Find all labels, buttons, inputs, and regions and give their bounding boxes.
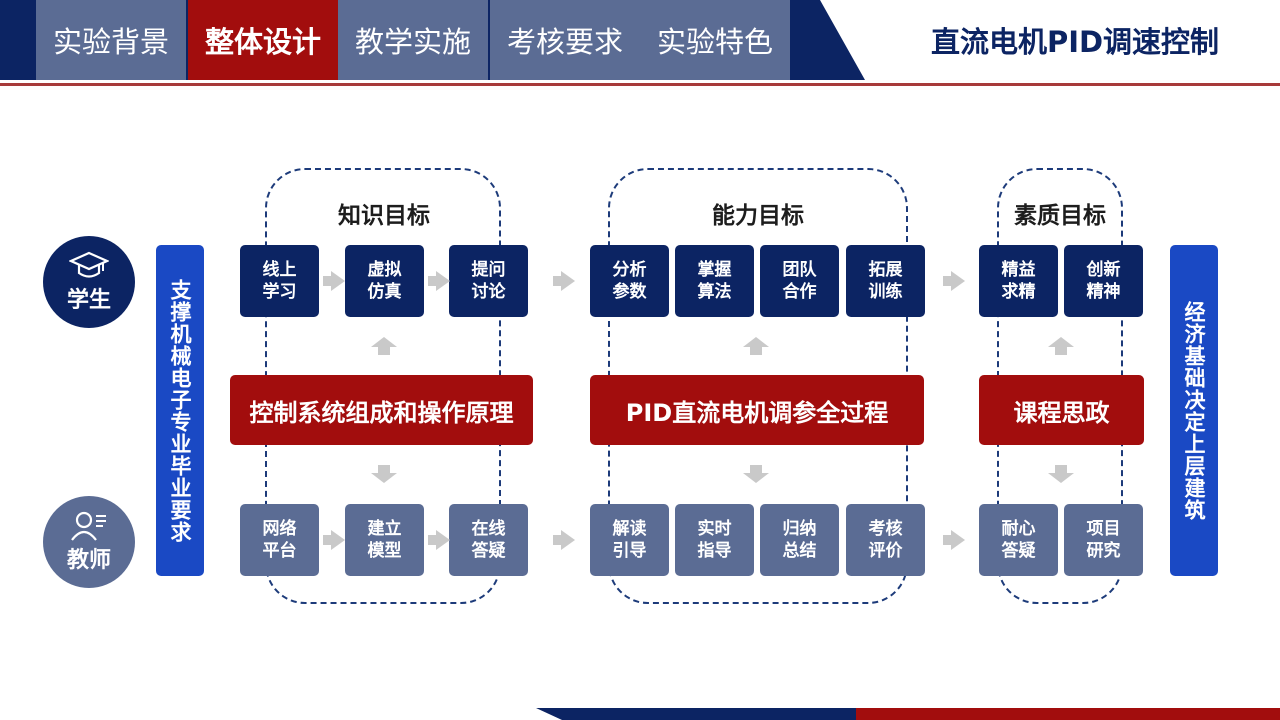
teacher-item-summary: 归纳 总结 — [760, 504, 839, 576]
student-label: 学生 — [66, 288, 111, 313]
right-arrow-icon — [323, 530, 345, 550]
economic-foundation-bar: 经济基础决定上层建筑 — [1170, 245, 1218, 576]
teacher-label: 教师 — [66, 548, 111, 573]
tab-background[interactable]: 实验背景 — [36, 0, 186, 80]
up-arrow-icon — [1048, 337, 1074, 355]
student-item-online-learning: 线上 学习 — [240, 245, 319, 317]
teacher-item-build-model: 建立 模型 — [345, 504, 424, 576]
header-divider — [0, 83, 1280, 86]
teacher-item-patient-qa: 耐心 答疑 — [979, 504, 1058, 576]
right-arrow-icon — [943, 530, 965, 550]
teacher-item-evaluation: 考核 评价 — [846, 504, 925, 576]
tab-features[interactable]: 实验特色 — [640, 0, 790, 80]
student-item-discussion: 提问 讨论 — [449, 245, 528, 317]
tab-implementation[interactable]: 教学实施 — [338, 0, 488, 80]
ability-goal-title: 能力目标 — [712, 203, 804, 229]
right-arrow-icon — [323, 271, 345, 291]
knowledge-core-bar: 控制系统组成和操作原理 — [230, 375, 533, 445]
right-arrow-icon — [553, 271, 575, 291]
quality-goal-title: 素质目标 — [1014, 203, 1106, 229]
teacher-item-project-research: 项目 研究 — [1064, 504, 1143, 576]
footer-accent-red — [856, 708, 1280, 720]
teacher-item-online-platform: 网络 平台 — [240, 504, 319, 576]
knowledge-goal-title: 知识目标 — [338, 203, 430, 229]
down-arrow-icon — [743, 465, 769, 483]
ability-core-bar: PID直流电机调参全过程 — [590, 375, 924, 445]
person-list-icon — [69, 510, 109, 542]
teacher-item-realtime-coaching: 实时 指导 — [675, 504, 754, 576]
graduation-requirement-text: 支撑机械电子专业毕业要求 — [168, 278, 192, 543]
quality-core-bar: 课程思政 — [979, 375, 1144, 445]
student-item-teamwork: 团队 合作 — [760, 245, 839, 317]
teacher-item-guidance: 解读 引导 — [590, 504, 669, 576]
down-arrow-icon — [1048, 465, 1074, 483]
student-item-simulation: 虚拟 仿真 — [345, 245, 424, 317]
economic-foundation-text: 经济基础决定上层建筑 — [1182, 300, 1206, 521]
down-arrow-icon — [371, 465, 397, 483]
student-item-master-algorithm: 掌握 算法 — [675, 245, 754, 317]
right-arrow-icon — [943, 271, 965, 291]
student-badge: 学生 — [43, 236, 135, 328]
right-arrow-icon — [428, 271, 450, 291]
right-arrow-icon — [553, 530, 575, 550]
tab-design[interactable]: 整体设计 — [188, 0, 338, 80]
tab-assessment[interactable]: 考核要求 — [490, 0, 640, 80]
student-item-extended-training: 拓展 训练 — [846, 245, 925, 317]
up-arrow-icon — [743, 337, 769, 355]
student-item-innovation: 创新 精神 — [1064, 245, 1143, 317]
student-item-analyze-params: 分析 参数 — [590, 245, 669, 317]
footer-accent-navy — [536, 708, 876, 720]
teacher-item-online-qa: 在线 答疑 — [449, 504, 528, 576]
graduation-requirement-bar: 支撑机械电子专业毕业要求 — [156, 245, 204, 576]
up-arrow-icon — [371, 337, 397, 355]
student-item-excellence: 精益 求精 — [979, 245, 1058, 317]
right-arrow-icon — [428, 530, 450, 550]
graduation-cap-icon — [69, 250, 109, 282]
teacher-badge: 教师 — [43, 496, 135, 588]
page-title: 直流电机PID调速控制 — [930, 25, 1220, 59]
